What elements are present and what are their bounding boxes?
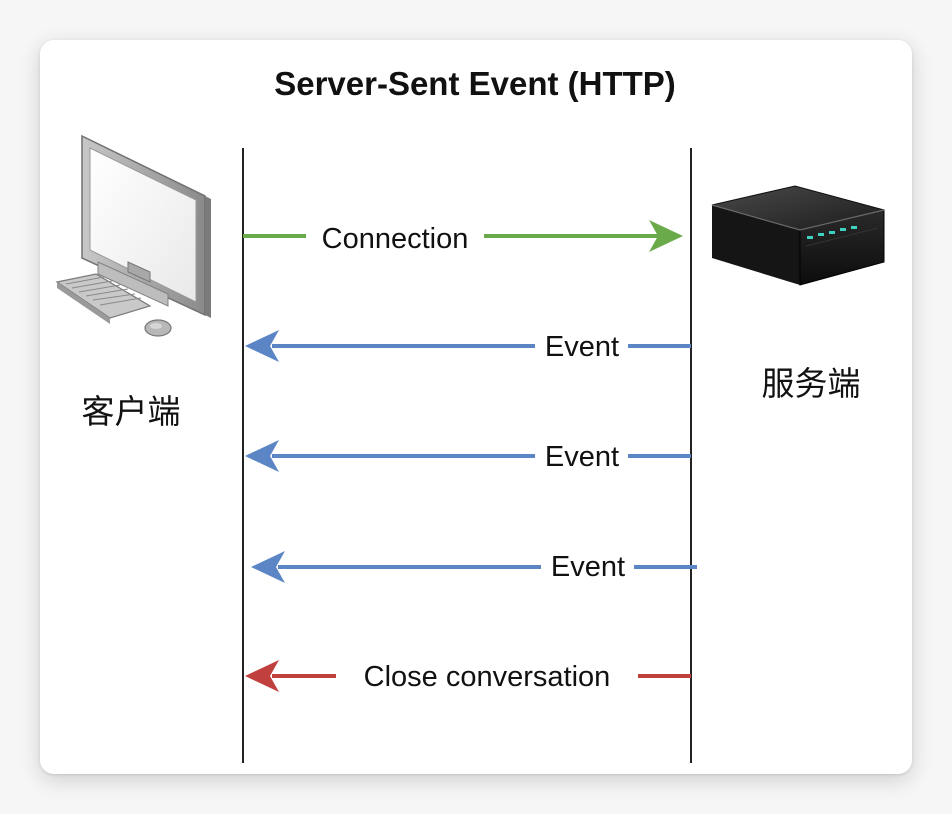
- arrowhead-left-icon: [251, 551, 285, 583]
- message-event-2: Event: [245, 440, 691, 473]
- message-close-conversation: Close conversation: [245, 660, 691, 693]
- message-label: Close conversation: [364, 661, 611, 693]
- arrowhead-left-icon: [245, 660, 279, 692]
- server-label: 服务端: [762, 365, 861, 402]
- message-event-1: Event: [245, 330, 691, 363]
- desktop-computer-icon: [55, 134, 211, 337]
- arrowhead-right-icon: [649, 220, 683, 252]
- message-label: Event: [545, 331, 619, 363]
- diagram-title: Server-Sent Event (HTTP): [274, 65, 676, 102]
- message-event-3: Event: [251, 551, 697, 583]
- message-label: Connection: [322, 223, 469, 255]
- message-label: Event: [551, 551, 625, 583]
- client-label: 客户端: [82, 393, 181, 430]
- diagram-card: [40, 40, 912, 774]
- arrowhead-left-icon: [245, 440, 279, 472]
- message-label: Event: [545, 441, 619, 473]
- server-box-icon: [711, 185, 885, 286]
- arrowhead-left-icon: [245, 330, 279, 362]
- message-connection: Connection: [243, 220, 683, 255]
